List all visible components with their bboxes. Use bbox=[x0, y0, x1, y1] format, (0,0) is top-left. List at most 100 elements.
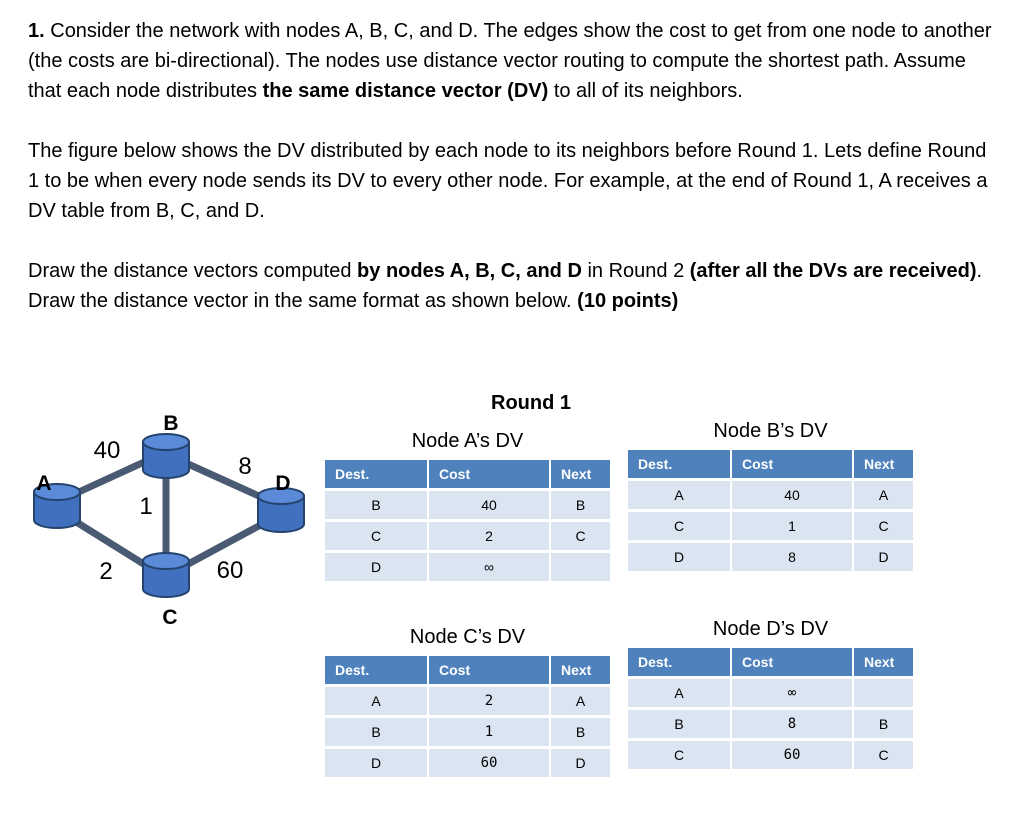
dv-cell: C bbox=[551, 522, 610, 550]
dv-table-title: Node B’s DV bbox=[713, 420, 828, 442]
dv-cell: ∞ bbox=[732, 679, 854, 707]
column-header: Next bbox=[551, 460, 610, 488]
edge-cost-b-c: 1 bbox=[139, 493, 152, 520]
node-c bbox=[142, 552, 190, 598]
node-b bbox=[142, 433, 190, 479]
dv-cell: B bbox=[854, 710, 913, 738]
dv-cell: D bbox=[854, 543, 913, 571]
node-c-label: C bbox=[162, 606, 177, 629]
dv-cell: ∞ bbox=[429, 553, 551, 581]
dv-row: A∞ bbox=[628, 679, 913, 707]
dv-cell: C bbox=[854, 741, 913, 769]
dv-cell: D bbox=[628, 543, 732, 571]
dv-cell: C bbox=[854, 512, 913, 540]
bold-text: by nodes A, B, C, and D bbox=[357, 260, 582, 282]
column-header: Next bbox=[551, 656, 610, 684]
column-header: Dest. bbox=[325, 460, 429, 488]
dv-cell: 1 bbox=[732, 512, 854, 540]
dv-cell: A bbox=[854, 481, 913, 509]
column-header: Next bbox=[854, 450, 913, 478]
edge-cost-a-b: 40 bbox=[94, 437, 121, 464]
round-title: Round 1 bbox=[491, 392, 571, 414]
edge-cost-c-d: 60 bbox=[217, 557, 244, 584]
text: in Round 2 bbox=[581, 260, 690, 282]
dv-cell: C bbox=[628, 512, 732, 540]
dv-table-title: Node A’s DV bbox=[411, 430, 524, 452]
dv-cell: D bbox=[325, 749, 429, 777]
column-header: Cost bbox=[429, 656, 551, 684]
paragraph: Draw the distance vectors computed by no… bbox=[28, 256, 1003, 316]
dv-cell: 8 bbox=[732, 543, 854, 571]
dv-cell: 40 bbox=[429, 491, 551, 519]
dv-cell: D bbox=[551, 749, 610, 777]
dv-table-title: Node C’s DV bbox=[409, 626, 526, 648]
text: The figure below shows the DV distribute… bbox=[28, 140, 988, 222]
dv-cell: 60 bbox=[429, 749, 551, 777]
text: Consider the network with nodes A, B, C,… bbox=[28, 20, 992, 102]
column-header: Dest. bbox=[325, 656, 429, 684]
column-header: Dest. bbox=[628, 648, 732, 676]
dv-cell: B bbox=[551, 718, 610, 746]
column-header: Cost bbox=[429, 460, 551, 488]
dv-cell: B bbox=[628, 710, 732, 738]
text: . Draw the distance vector in the same f… bbox=[28, 260, 983, 312]
bold-text: (10 points) bbox=[577, 290, 679, 312]
dv-cell: A bbox=[628, 481, 732, 509]
dv-cell: A bbox=[628, 679, 732, 707]
dv-cell: 8 bbox=[732, 710, 854, 738]
dv-cell: 60 bbox=[732, 741, 854, 769]
dv-cell: A bbox=[325, 687, 429, 715]
dv-cell: D bbox=[325, 553, 429, 581]
dv-cell: 2 bbox=[429, 522, 551, 550]
column-header: Cost bbox=[732, 450, 854, 478]
dv-cell: B bbox=[325, 491, 429, 519]
bold-text: the same distance vector (DV) bbox=[262, 80, 549, 102]
node-a-label: A bbox=[36, 472, 51, 495]
dv-row: D∞ bbox=[325, 553, 610, 581]
paragraph: 1. Consider the network with nodes A, B,… bbox=[28, 16, 1003, 106]
problem-statement: 1. Consider the network with nodes A, B,… bbox=[28, 16, 1003, 346]
bold-text: 1. bbox=[28, 20, 45, 42]
node-b-label: B bbox=[163, 412, 178, 435]
node-d-label: D bbox=[275, 472, 290, 495]
dv-cell bbox=[854, 679, 913, 707]
dv-cell: A bbox=[551, 687, 610, 715]
column-header: Dest. bbox=[628, 450, 732, 478]
text: Draw the distance vectors computed bbox=[28, 260, 358, 282]
dv-cell: C bbox=[628, 741, 732, 769]
dv-cell: B bbox=[325, 718, 429, 746]
dv-cell: 40 bbox=[732, 481, 854, 509]
column-header: Cost bbox=[732, 648, 854, 676]
text: to all of its neighbors. bbox=[548, 80, 743, 102]
bold-text: (after all the DVs are received) bbox=[689, 260, 977, 282]
dv-cell: 2 bbox=[429, 687, 551, 715]
edge-cost-b-d: 8 bbox=[238, 453, 251, 480]
paragraph: The figure below shows the DV distribute… bbox=[28, 136, 1003, 226]
column-header: Next bbox=[854, 648, 913, 676]
dv-cell: B bbox=[551, 491, 610, 519]
dv-cell bbox=[551, 553, 610, 581]
